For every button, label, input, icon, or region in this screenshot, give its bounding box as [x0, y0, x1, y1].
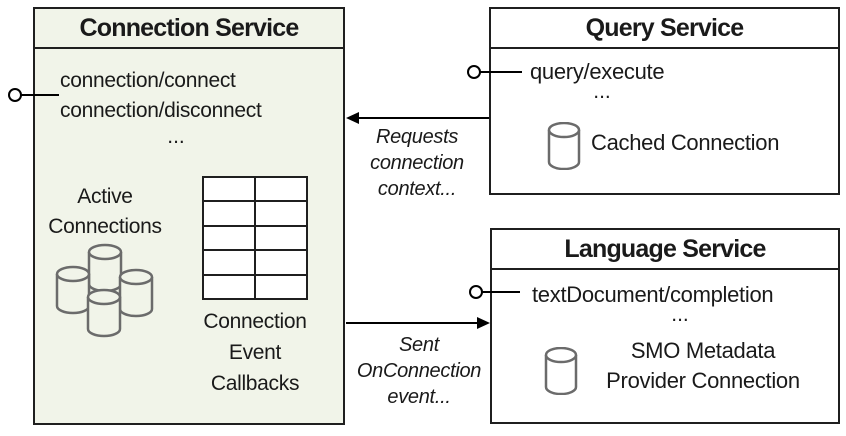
query-service-box: Query Service query/execute ... Cached C…	[489, 7, 840, 195]
database-icon	[547, 122, 581, 170]
requests-label-line3: context...	[377, 178, 457, 200]
active-connections-label: Active Connections	[35, 182, 175, 242]
connection-method-disconnect: connection/disconnect	[60, 99, 262, 122]
query-method-execute: query/execute	[530, 59, 665, 84]
language-method-completion: textDocument/completion	[532, 282, 774, 307]
database-cluster-icon	[55, 243, 154, 338]
table-cell	[256, 178, 306, 201]
table-cell	[256, 226, 306, 250]
smo-metadata-label: SMO Metadata Provider Connection	[586, 336, 820, 396]
smo-line1: SMO Metadata	[630, 338, 776, 363]
sent-arrow	[346, 317, 490, 329]
connection-service-header: Connection Service	[35, 9, 343, 49]
language-service-header: Language Service	[492, 230, 838, 270]
query-methods-ellipsis: ...	[593, 80, 611, 103]
table-cell	[256, 202, 306, 225]
active-connections-line1: Active	[77, 185, 133, 208]
arrow-left-head-icon	[346, 112, 359, 124]
connection-service-title: Connection Service	[79, 13, 300, 42]
table-cell	[204, 202, 254, 225]
sent-onconnection-event-label: Sent OnConnection event...	[348, 332, 490, 410]
active-connections-line2: Connections	[48, 215, 162, 238]
language-service-title: Language Service	[564, 234, 766, 263]
table-cell	[204, 275, 254, 298]
table-cell	[256, 275, 306, 298]
requests-connection-context-label: Requests connection context...	[346, 124, 488, 202]
query-service-header: Query Service	[491, 9, 838, 49]
query-service-title: Query Service	[585, 13, 745, 42]
sent-label-line3: event...	[387, 386, 451, 408]
smo-line2: Provider Connection	[606, 368, 800, 393]
sent-label-line1: Sent	[399, 334, 439, 356]
language-methods-ellipsis: ...	[671, 303, 689, 326]
sent-label-line2: OnConnection	[356, 360, 482, 382]
requests-label-line1: Requests	[375, 126, 459, 148]
connection-methods-ellipsis: ...	[167, 125, 185, 148]
connection-event-callbacks-label: Connection Event Callbacks	[185, 306, 325, 399]
cached-connection-label: Cached Connection	[591, 130, 780, 155]
arrow-right-head-icon	[477, 317, 490, 329]
callbacks-line1: Connection	[203, 310, 307, 333]
callbacks-line2: Event	[228, 341, 282, 364]
table-cell	[204, 178, 254, 201]
language-service-box: Language Service textDocument/completion…	[490, 228, 840, 424]
table-cell	[204, 251, 254, 274]
table-cell	[256, 251, 306, 274]
requests-arrow	[346, 112, 489, 124]
table-cell	[204, 226, 254, 250]
callbacks-table-icon	[202, 176, 308, 300]
callbacks-line3: Callbacks	[210, 372, 300, 395]
connection-method-connect: connection/connect	[60, 69, 236, 92]
database-icon	[544, 347, 578, 395]
connection-service-box: Connection Service connection/connect co…	[33, 7, 345, 425]
requests-label-line2: connection	[370, 152, 464, 174]
